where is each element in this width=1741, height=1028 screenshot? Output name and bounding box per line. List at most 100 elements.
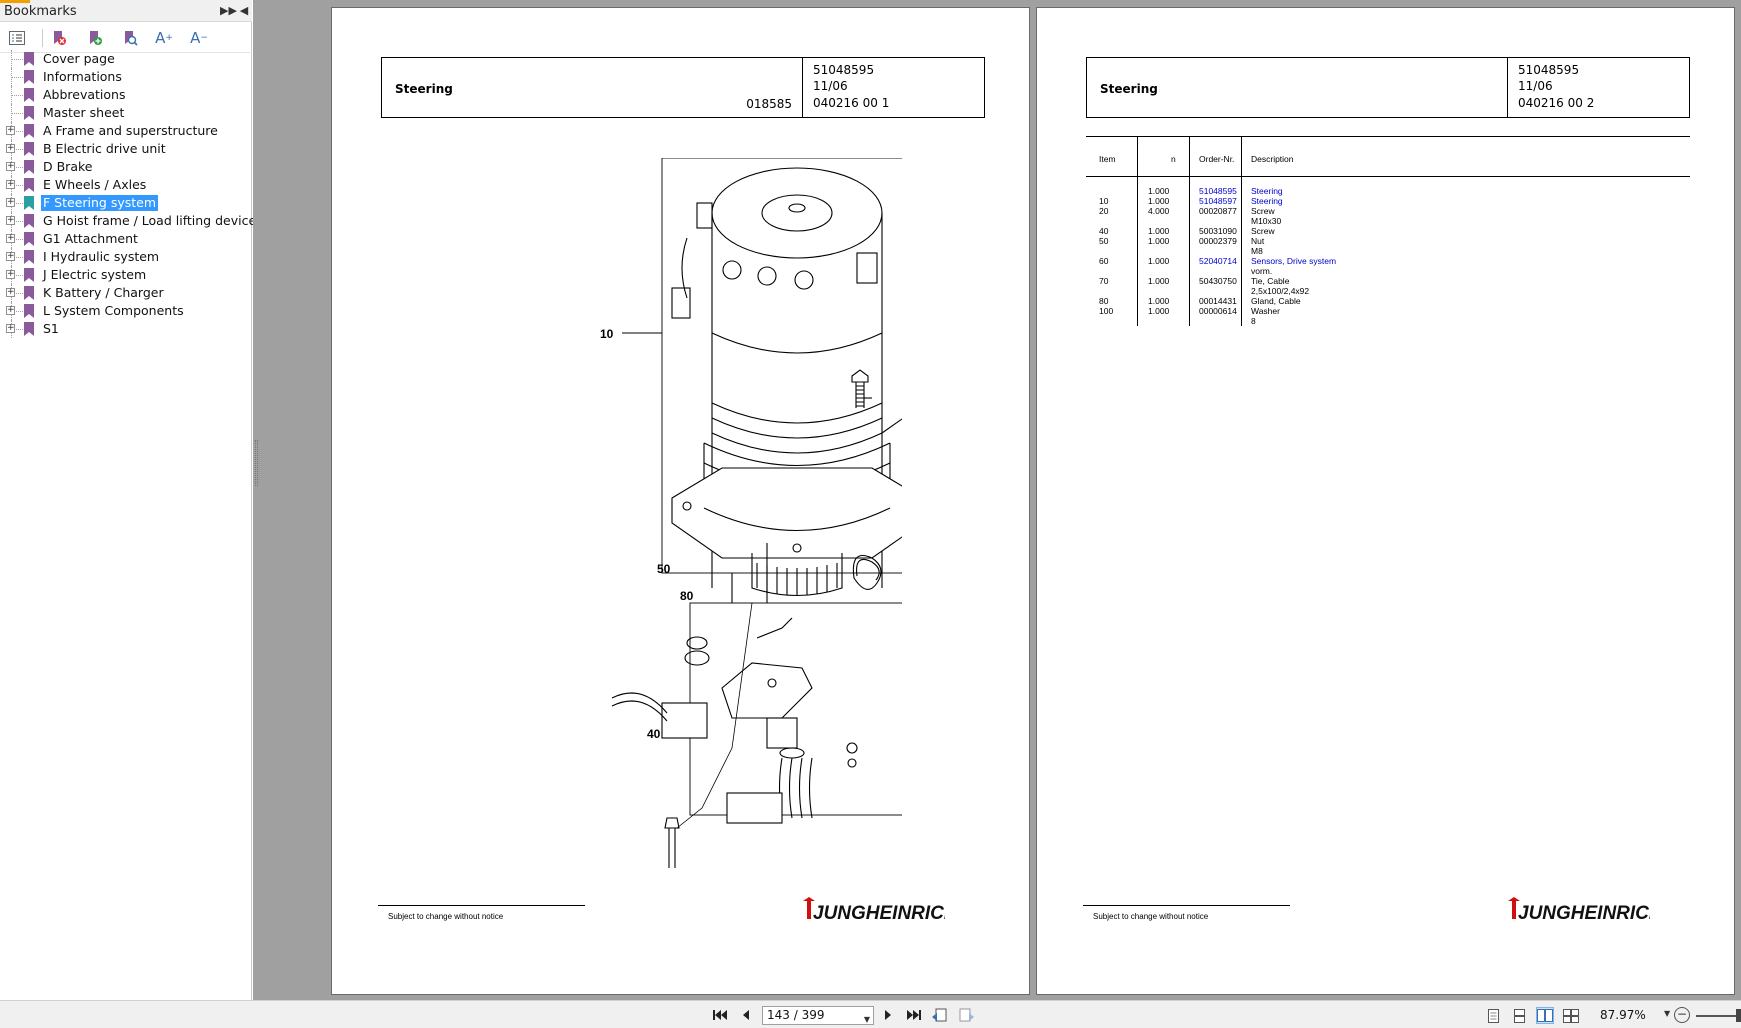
facing-view-icon[interactable] (1536, 1007, 1554, 1024)
delete-bookmark-icon[interactable] (48, 28, 70, 48)
table-cell-desc-detail: 8 (1251, 316, 1256, 326)
zoom-slider-thumb[interactable] (1736, 1009, 1741, 1022)
table-cell-order[interactable]: 52040714 (1199, 256, 1237, 266)
bookmark-item[interactable]: +B Electric drive unit (0, 140, 252, 158)
sheet-number: 040216 00 1 (813, 96, 890, 110)
bookmark-label: K Battery / Charger (43, 285, 164, 300)
callout-50: 50 (657, 562, 671, 576)
next-view-icon[interactable] (958, 1007, 974, 1023)
title-divider (802, 58, 803, 117)
bookmark-item[interactable]: + D Brake (0, 158, 252, 176)
table-cell-order[interactable]: 51048595 (1199, 186, 1237, 196)
expand-icon[interactable]: + (6, 161, 15, 171)
callout-80: 80 (680, 589, 694, 603)
zoom-slider[interactable] (1696, 1015, 1741, 1017)
bookmark-label: G1 Attachment (43, 231, 138, 246)
expand-icon[interactable]: + (6, 323, 15, 333)
bookmark-label: S1 (43, 321, 59, 336)
bookmark-icon (24, 124, 34, 138)
expand-icon[interactable]: + (6, 305, 15, 315)
bookmark-label: Abbrevations (43, 87, 126, 102)
expand-icon[interactable]: + (6, 287, 15, 297)
bookmark-item[interactable]: + S1 (0, 320, 252, 338)
table-cell-desc[interactable]: Steering (1251, 186, 1283, 196)
continuous-facing-view-icon[interactable] (1562, 1007, 1580, 1024)
table-cell-desc: Washer (1251, 306, 1280, 316)
table-cell-item: 100 (1099, 306, 1114, 316)
table-cell-item: 80 (1099, 296, 1109, 306)
bookmark-item[interactable]: + G1 Attachment (0, 230, 252, 248)
table-cell-desc: Tie, Cable (1251, 276, 1290, 286)
table-cell-desc-detail: M8 (1251, 246, 1263, 256)
expand-icon[interactable]: + (6, 143, 15, 153)
expand-icon[interactable]: + (6, 179, 15, 189)
zoom-dropdown-icon[interactable]: ▼ (1664, 1009, 1671, 1018)
col-header-item: Item (1099, 154, 1116, 164)
bookmark-item[interactable]: +L System Components (0, 302, 252, 320)
collapse-panel-icon[interactable]: ◀ (239, 4, 249, 17)
bookmark-icon (24, 268, 34, 282)
bookmark-item[interactable]: Informations (0, 68, 252, 86)
next-page-icon[interactable] (880, 1007, 896, 1023)
table-cell-n: 1.000 (1148, 186, 1170, 196)
bookmark-item[interactable]: Master sheet (0, 104, 252, 122)
first-page-icon[interactable] (712, 1007, 728, 1023)
bookmark-options-icon[interactable] (6, 28, 28, 48)
table-cell-n: 4.000 (1148, 206, 1170, 216)
previous-page-icon[interactable] (738, 1007, 754, 1023)
zoom-level: 87.97% (1600, 1008, 1646, 1022)
tree-connector (11, 167, 23, 168)
expand-icon[interactable]: + (6, 215, 15, 225)
zoom-out-button[interactable]: − (1674, 1007, 1690, 1023)
bookmark-item[interactable]: + E Wheels / Axles (0, 176, 252, 194)
callout-40: 40 (647, 727, 661, 741)
bookmark-item[interactable]: +F Steering system (0, 194, 252, 212)
bookmark-item[interactable]: +A Frame and superstructure (0, 122, 252, 140)
chevron-down-icon[interactable]: ▼ (863, 1015, 870, 1024)
table-cell-desc[interactable]: Steering (1251, 196, 1283, 206)
callout-10: 10 (600, 327, 614, 341)
bookmark-item[interactable]: + K Battery / Charger (0, 284, 252, 302)
panel-splitter[interactable] (255, 440, 258, 486)
bookmark-icon (24, 250, 34, 264)
add-bookmark-icon[interactable] (84, 28, 106, 48)
find-bookmark-icon[interactable] (119, 28, 141, 48)
bookmark-label: E Wheels / Axles (43, 177, 147, 192)
table-cell-n: 1.000 (1148, 276, 1170, 286)
table-cell-item: 60 (1099, 256, 1109, 266)
bookmark-item[interactable]: Cover page (0, 50, 252, 68)
tree-connector (11, 59, 23, 60)
table-cell-item: 10 (1099, 196, 1109, 206)
last-page-icon[interactable] (906, 1007, 922, 1023)
decrease-font-icon[interactable]: A− (190, 29, 208, 47)
bookmark-item[interactable]: +G Hoist frame / Load lifting device (0, 212, 256, 230)
bookmark-icon (24, 322, 34, 336)
table-cell-item: 50 (1099, 236, 1109, 246)
increase-font-icon[interactable]: A+ (155, 29, 173, 47)
expand-panel-icon[interactable]: ▶▶ (220, 4, 237, 17)
bookmark-icon (24, 286, 34, 300)
continuous-view-icon[interactable] (1510, 1007, 1528, 1024)
table-cell-desc[interactable]: Sensors, Drive system (1251, 256, 1337, 266)
table-cell-desc: Screw (1251, 226, 1275, 236)
table-cell-n: 1.000 (1148, 256, 1170, 266)
tree-connector (11, 77, 23, 78)
previous-view-icon[interactable] (932, 1007, 948, 1023)
expand-icon[interactable]: + (6, 197, 15, 207)
bookmark-icon (24, 304, 34, 318)
bookmark-item[interactable]: +I Hydraulic system (0, 248, 252, 266)
bookmark-label: D Brake (43, 159, 93, 174)
single-page-view-icon[interactable] (1484, 1007, 1502, 1024)
bookmark-item[interactable]: Abbrevations (0, 86, 252, 104)
table-cell-desc-detail: vorm. (1251, 266, 1273, 276)
expand-icon[interactable]: + (6, 233, 15, 243)
expand-icon[interactable]: + (6, 251, 15, 261)
bookmark-item[interactable]: +J Electric system (0, 266, 252, 284)
table-cell-order[interactable]: 51048597 (1199, 196, 1237, 206)
page-143: Steering 018585 51048595 11/06 040216 00… (331, 7, 1030, 995)
page-number-input[interactable]: 143 / 399 ▼ (762, 1006, 874, 1025)
expand-icon[interactable]: + (6, 125, 15, 135)
sheet-number: 040216 00 2 (1518, 96, 1595, 110)
expand-icon[interactable]: + (6, 269, 15, 279)
